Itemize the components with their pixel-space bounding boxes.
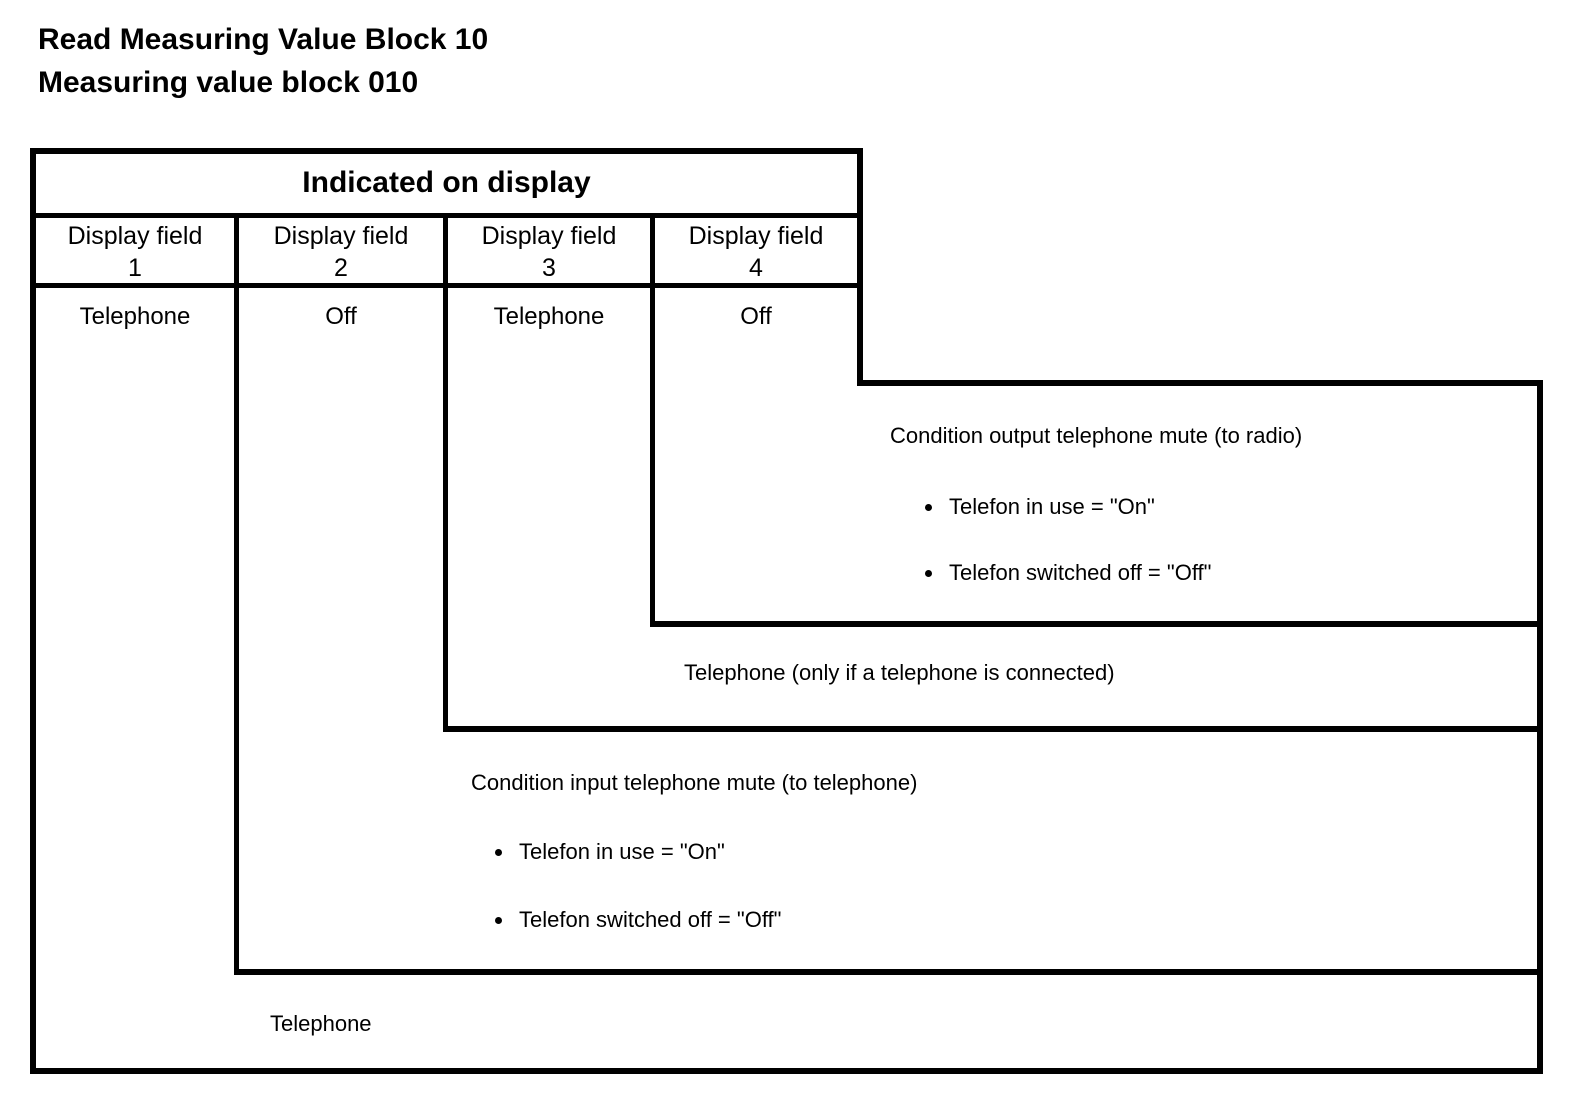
- field4-bullet-2: Telefon switched off = "Off": [925, 559, 1211, 587]
- column-header-4-number: 4: [749, 254, 763, 282]
- outer-left-border: [30, 148, 36, 1074]
- step-field3-bottom: [443, 726, 1543, 732]
- bullet-icon: [495, 916, 502, 924]
- page-title-line2: Measuring value block 010: [38, 66, 419, 99]
- page-title: Read Measuring Value Block 10 Measuring …: [38, 18, 488, 104]
- field4-callout-heading: Condition output telephone mute (to radi…: [890, 423, 1303, 448]
- column-separator-2: [443, 213, 448, 731]
- field2-bullet-1-text: Telefon in use = "On": [519, 839, 725, 864]
- field4-bullet-1-text: Telefon in use = "On": [949, 494, 1155, 519]
- column-header-3: Display field 3: [448, 220, 650, 283]
- step-field4-bottom: [650, 621, 1543, 627]
- column-header-3-number: 3: [542, 254, 556, 282]
- field2-bullet-2-text: Telefon switched off = "Off": [519, 907, 782, 932]
- step-field2-bottom: [234, 969, 1543, 975]
- field4-bullet-1: Telefon in use = "On": [925, 493, 1155, 521]
- field2-callout-heading: Condition input telephone mute (to telep…: [471, 770, 918, 795]
- bullet-icon: [925, 569, 932, 577]
- column-header-1: Display field 1: [36, 220, 234, 283]
- outer-bottom-border: [30, 1068, 1543, 1074]
- field2-bullet-2: Telefon switched off = "Off": [495, 906, 781, 934]
- column-header-2-label: Display field: [273, 222, 409, 250]
- column-header-2-number: 2: [334, 254, 348, 282]
- table-title: Indicated on display: [302, 166, 591, 199]
- bullet-icon: [495, 848, 502, 856]
- column-header-1-label: Display field: [67, 222, 203, 250]
- cell-value-4: Off: [740, 303, 772, 330]
- outer-top-border: [30, 148, 863, 154]
- table-right-border: [857, 148, 863, 386]
- bullet-icon: [925, 503, 932, 511]
- cell-value-3: Telephone: [493, 303, 605, 330]
- field1-callout-label: Telephone: [270, 1011, 372, 1036]
- column-header-4-label: Display field: [688, 222, 824, 250]
- column-header-4: Display field 4: [655, 220, 857, 283]
- column-separator-1: [234, 213, 239, 974]
- column-header-3-label: Display field: [481, 222, 617, 250]
- field2-bullet-1: Telefon in use = "On": [495, 838, 725, 866]
- column-header-2: Display field 2: [239, 220, 443, 283]
- field3-callout-label: Telephone (only if a telephone is connec…: [684, 660, 1115, 685]
- step-field4-top: [857, 380, 1543, 386]
- page-title-line1: Read Measuring Value Block 10: [38, 23, 489, 56]
- cell-value-2: Off: [325, 303, 357, 330]
- column-header-1-number: 1: [128, 254, 142, 282]
- column-separator-3: [650, 213, 655, 626]
- field4-bullet-2-text: Telefon switched off = "Off": [949, 560, 1212, 585]
- cell-value-1: Telephone: [79, 303, 191, 330]
